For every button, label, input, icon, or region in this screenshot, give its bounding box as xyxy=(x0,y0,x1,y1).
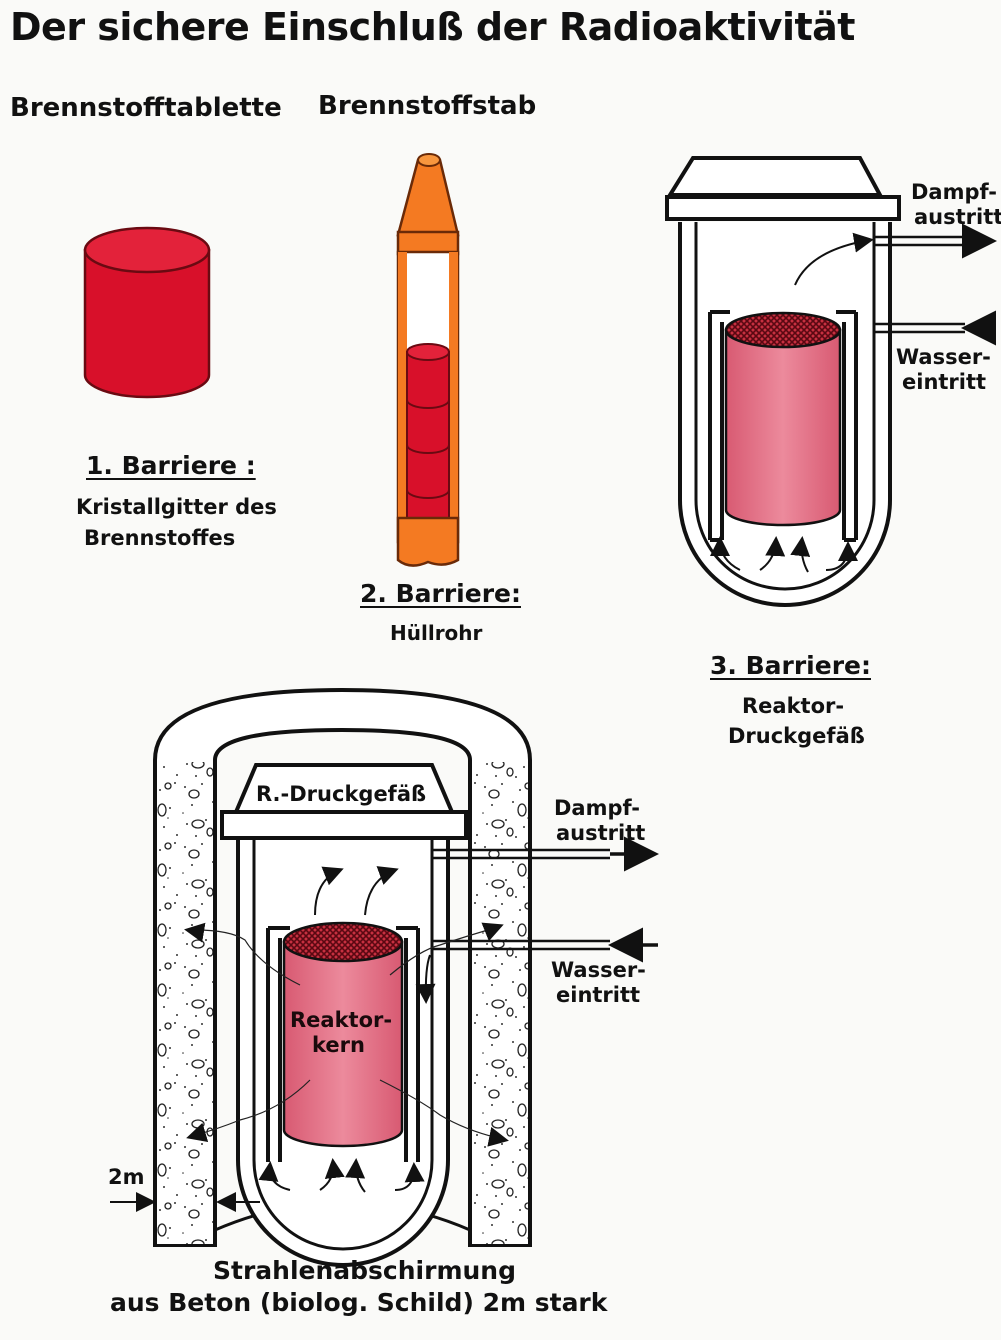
pressure-vessel-label: R.-Druckgefäß xyxy=(256,782,427,806)
shield-caption-line1: Strahlenabschirmung xyxy=(213,1256,516,1285)
containment-flow-arrows xyxy=(184,836,659,1193)
pressure-vessel-core xyxy=(724,311,842,527)
containment-water-label-line1: Wasser- xyxy=(551,958,646,982)
vessel-steam-label-line2: austritt xyxy=(914,205,1001,229)
fuel-rod-icon xyxy=(396,153,460,567)
pressure-vessel-flow-arrows xyxy=(710,223,997,573)
containment-vessel xyxy=(220,763,610,1267)
barrier-3-desc-line2: Druckgefäß xyxy=(728,724,865,748)
containment-core xyxy=(194,921,499,1148)
vessel-steam-label-line1: Dampf- xyxy=(911,180,997,204)
pellet-heading: Brennstofftablette xyxy=(10,93,282,123)
containment-steam-label-line1: Dampf- xyxy=(554,796,640,820)
reactor-core-label-line2: kern xyxy=(312,1033,365,1057)
barrier-1-desc-line2: Brennstoffes xyxy=(84,526,236,550)
shield-caption-line2: aus Beton (biolog. Schild) 2m stark xyxy=(110,1288,608,1317)
rod-heading: Brennstoffstab xyxy=(318,91,537,121)
vessel-water-label-line1: Wasser- xyxy=(896,345,991,369)
barrier-2-desc: Hüllrohr xyxy=(390,621,483,645)
barrier-1-desc-line1: Kristallgitter des xyxy=(76,495,277,519)
barrier-3-desc-line1: Reaktor- xyxy=(742,694,845,718)
thickness-label: 2m xyxy=(108,1165,145,1189)
containment-steam-label-line2: austritt xyxy=(556,821,646,845)
reactor-core-label-line1: Reaktor- xyxy=(290,1008,393,1032)
barrier-1-label: 1. Barriere : xyxy=(86,451,256,480)
containment-water-label-line2: eintritt xyxy=(556,983,641,1007)
barrier-2-label: 2. Barriere: xyxy=(360,579,521,608)
fuel-pellet-icon xyxy=(83,226,211,399)
vessel-water-label-line2: eintritt xyxy=(902,370,987,394)
concrete-shield xyxy=(153,687,532,1247)
barrier-3-label: 3. Barriere: xyxy=(710,651,871,680)
page-title: Der sichere Einschluß der Radioaktivität xyxy=(10,5,855,49)
